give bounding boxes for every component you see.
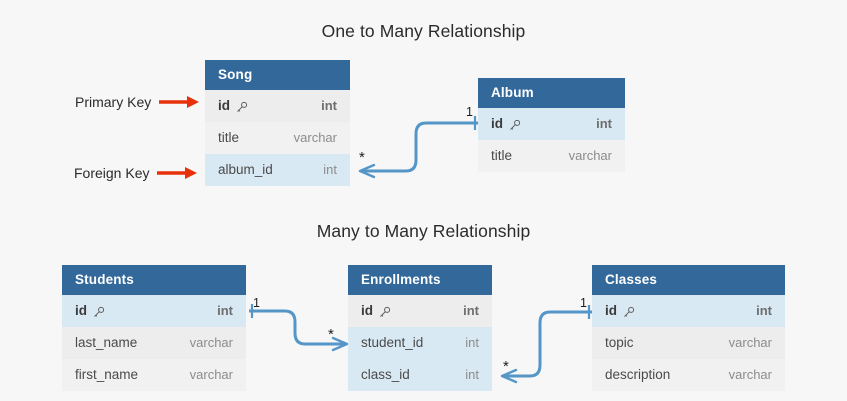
red-arrow-right-icon	[157, 167, 198, 179]
relationship-connector-enrollments-classes	[500, 305, 592, 384]
field-type-cell: int	[463, 303, 479, 318]
entity-header-album: Album	[478, 78, 625, 108]
section-title-many-to-many: Many to Many Relationship	[316, 221, 531, 241]
key-icon	[508, 119, 521, 132]
field-name-cell: first_name	[75, 359, 138, 391]
entity-table-song[interactable]: Song id int title	[205, 60, 350, 186]
field-row[interactable]: id int	[348, 295, 492, 327]
entity-header-song: Song	[205, 60, 350, 90]
field-type-cell: varchar	[189, 335, 233, 350]
annotation-foreign-key-label: Foreign Key	[74, 165, 150, 181]
field-name-text: id	[218, 98, 230, 113]
field-row[interactable]: first_name varchar	[62, 359, 246, 391]
field-name-text: id	[75, 303, 87, 318]
field-name-text: student_id	[361, 335, 424, 350]
annotation-primary-key-label: Primary Key	[75, 94, 152, 110]
cardinality-label-song-many: *	[359, 149, 365, 166]
field-name-text: title	[491, 148, 513, 163]
field-row[interactable]: description varchar	[592, 359, 785, 391]
annotation-foreign-key: Foreign Key	[74, 165, 198, 181]
field-type-cell: int	[756, 303, 772, 318]
field-type-cell: varchar	[568, 148, 612, 163]
field-row[interactable]: class_id int	[348, 359, 492, 391]
field-row[interactable]: album_id int	[205, 154, 350, 186]
field-row[interactable]: id int	[205, 90, 350, 122]
field-name-cell: description	[605, 359, 670, 391]
cardinality-label-classes-one: 1	[580, 296, 587, 310]
relationship-connector-song-album	[358, 116, 478, 179]
field-row[interactable]: title varchar	[478, 140, 625, 172]
cardinality-label-enrollments-many-student: *	[328, 326, 334, 343]
field-row[interactable]: id int	[62, 295, 246, 327]
field-type-cell: varchar	[728, 335, 772, 350]
field-type-cell: varchar	[728, 367, 772, 382]
field-name-text: description	[605, 367, 671, 382]
field-name-cell: id	[218, 90, 248, 122]
annotation-primary-key: Primary Key	[75, 94, 200, 110]
field-row[interactable]: last_name varchar	[62, 327, 246, 359]
field-type-cell: int	[465, 335, 479, 350]
key-icon	[378, 306, 391, 319]
field-name-text: album_id	[218, 162, 273, 177]
field-name-cell: class_id	[361, 359, 410, 391]
field-name-text: topic	[605, 335, 634, 350]
field-name-cell: album_id	[218, 154, 273, 186]
field-name-text: title	[218, 130, 240, 145]
field-name-cell: last_name	[75, 327, 137, 359]
field-row[interactable]: topic varchar	[592, 327, 785, 359]
cardinality-label-students-one: 1	[253, 296, 260, 310]
field-name-cell: id	[75, 295, 105, 327]
cardinality-label-enrollments-many-class: *	[503, 358, 509, 375]
entity-header-enrollments: Enrollments	[348, 265, 492, 295]
field-row[interactable]: id int	[592, 295, 785, 327]
field-name-text: id	[361, 303, 373, 318]
field-type-cell: int	[323, 162, 337, 177]
field-type-cell: int	[596, 116, 612, 131]
field-name-cell: topic	[605, 327, 634, 359]
entity-header-classes: Classes	[592, 265, 785, 295]
field-name-cell: id	[491, 108, 521, 140]
field-name-cell: id	[361, 295, 391, 327]
field-name-text: first_name	[75, 367, 139, 382]
entity-table-students[interactable]: Students id int last_name	[62, 265, 246, 391]
entity-table-album[interactable]: Album id int title	[478, 78, 625, 172]
cardinality-label-album-one: 1	[466, 105, 473, 119]
field-name-text: id	[605, 303, 617, 318]
entity-table-classes[interactable]: Classes id int topic	[592, 265, 785, 391]
field-name-cell: title	[218, 122, 239, 154]
field-type-cell: int	[217, 303, 233, 318]
key-icon	[622, 306, 635, 319]
field-name-text: last_name	[75, 335, 138, 350]
field-name-text: class_id	[361, 367, 410, 382]
red-arrow-right-icon	[159, 96, 200, 108]
field-name-cell: student_id	[361, 327, 423, 359]
field-type-cell: int	[321, 98, 337, 113]
field-type-cell: varchar	[189, 367, 233, 382]
field-name-text: id	[491, 116, 503, 131]
entity-table-enrollments[interactable]: Enrollments id int student_id	[348, 265, 492, 391]
relationship-connector-students-enrollments	[249, 304, 349, 352]
section-title-one-to-many: One to Many Relationship	[321, 21, 526, 41]
field-row[interactable]: title varchar	[205, 122, 350, 154]
key-icon	[92, 306, 105, 319]
entity-header-students: Students	[62, 265, 246, 295]
field-type-cell: int	[465, 367, 479, 382]
field-row[interactable]: student_id int	[348, 327, 492, 359]
field-name-cell: id	[605, 295, 635, 327]
field-type-cell: varchar	[293, 130, 337, 145]
field-row[interactable]: id int	[478, 108, 625, 140]
key-icon	[235, 101, 248, 114]
field-name-cell: title	[491, 140, 512, 172]
